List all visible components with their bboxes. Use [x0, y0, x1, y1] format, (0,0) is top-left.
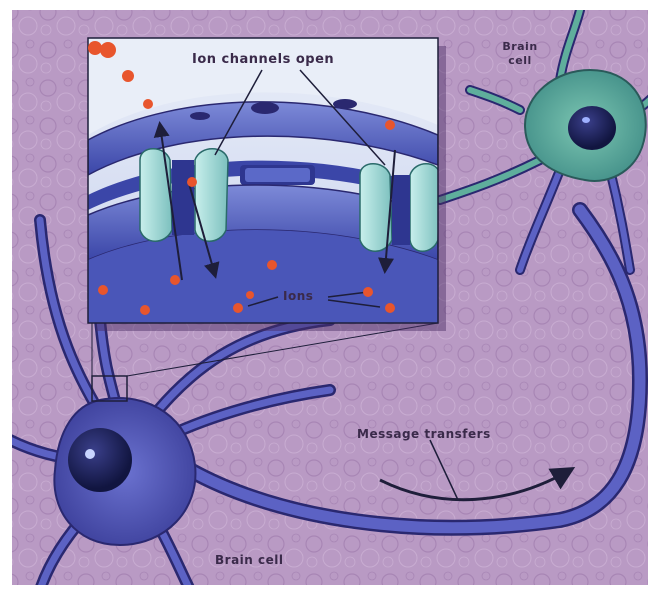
top-neuron-nucleus	[568, 106, 616, 150]
message-transfers-label: Message transfers	[357, 427, 491, 441]
inset-panel	[88, 38, 440, 323]
brain-cell-top-line2: cell	[500, 54, 540, 68]
brain-cell-bottom-label: Brain cell	[215, 553, 283, 567]
left-ion-channel	[140, 149, 228, 242]
right-ion-channel	[360, 164, 440, 252]
brain-cell-top-line1: Brain	[500, 40, 540, 54]
ion-channels-open-label: Ion channels open	[192, 52, 334, 67]
brain-cell-top-label: Brain cell	[500, 40, 540, 68]
bottom-neuron-nucleus	[68, 428, 132, 492]
ions-label: Ions	[283, 289, 313, 303]
